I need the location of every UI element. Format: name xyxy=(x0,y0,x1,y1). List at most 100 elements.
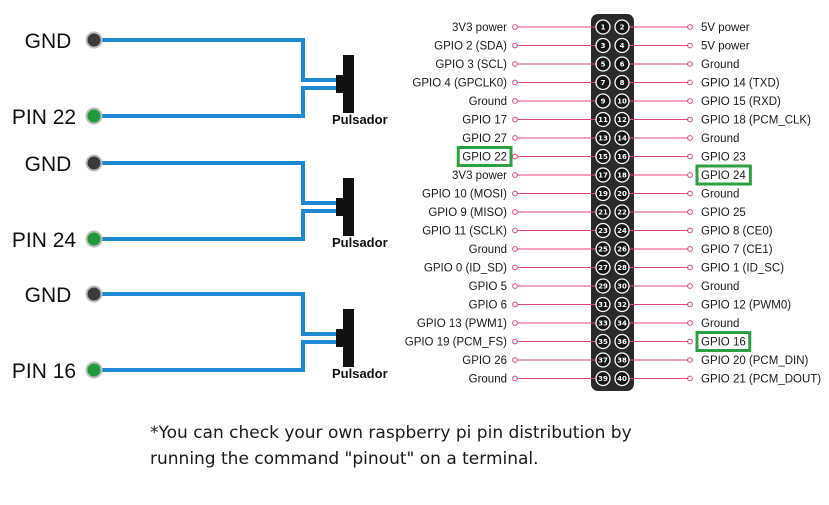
pin-end-left xyxy=(512,209,518,215)
pin-label-right: GPIO 14 (TXD) xyxy=(701,78,780,90)
pin-end-right xyxy=(687,61,693,67)
gnd-terminal xyxy=(85,31,103,49)
pin-label-left: GPIO 5 xyxy=(469,281,507,293)
pin-number-left: 3 xyxy=(601,42,606,50)
pin-end-right xyxy=(687,283,693,289)
pin-label-left: GPIO 4 (GPCLK0) xyxy=(412,78,507,90)
pin-end-left xyxy=(512,61,518,67)
pin-end-right xyxy=(687,135,693,141)
pin-end-right xyxy=(687,153,693,160)
pin-dot-right xyxy=(614,333,630,350)
pin-number-right: 24 xyxy=(617,227,627,235)
pin-end-right xyxy=(687,190,693,197)
pin-end-right xyxy=(687,375,693,382)
pin-dot-right xyxy=(614,167,630,183)
pin-end-left xyxy=(512,246,518,252)
pin-number-right: 6 xyxy=(620,61,625,69)
button-body xyxy=(336,75,343,93)
pin-label-right: GPIO 7 (CE1) xyxy=(701,244,773,256)
pin-number-right: 10 xyxy=(617,98,627,106)
pin-dot-right xyxy=(614,352,630,368)
pin-end-right xyxy=(687,24,693,30)
pin-end-left xyxy=(512,283,518,289)
gnd-label: GND xyxy=(25,153,72,176)
highlight-box xyxy=(456,146,513,167)
pin-number-left: 7 xyxy=(601,79,606,87)
note-line-2: running the command "pinout" on a termin… xyxy=(150,449,539,469)
pin-number-left: 39 xyxy=(598,375,608,383)
pin-end-right xyxy=(687,320,693,326)
pin-dot-left xyxy=(595,148,611,165)
pin-number-left: 17 xyxy=(598,172,608,180)
pin-dot-left xyxy=(595,167,611,183)
pin-dot-left xyxy=(595,37,611,54)
pin-number-left: 27 xyxy=(598,264,608,272)
pin-label-left: GPIO 17 xyxy=(462,115,507,127)
pin-number-left: 15 xyxy=(598,153,608,161)
pin-number-left: 13 xyxy=(598,135,608,143)
pin-end-left xyxy=(512,338,518,345)
pin-label-left: GPIO 27 xyxy=(462,133,507,145)
pin-number-right: 18 xyxy=(617,172,627,180)
pin-number-right: 22 xyxy=(617,209,627,217)
pin-number-left: 33 xyxy=(598,320,608,328)
pin-number-left: 35 xyxy=(598,338,608,346)
pin-dot-right xyxy=(614,296,630,313)
pin-label-right: GPIO 16 xyxy=(701,337,746,349)
note-line-1: *You can check your own raspberry pi pin… xyxy=(150,423,632,443)
pin-number-left: 19 xyxy=(598,190,608,198)
gnd-label: GND xyxy=(25,30,72,53)
pin-label-left: GPIO 26 xyxy=(462,355,507,367)
pin-number-right: 36 xyxy=(617,338,627,346)
pin-number-right: 2 xyxy=(620,24,625,32)
pin-number-left: 29 xyxy=(598,283,608,291)
pin-number-left: 1 xyxy=(601,24,606,32)
pin-dot-left xyxy=(595,56,611,72)
pin-end-right xyxy=(687,246,693,252)
pin-dot-right xyxy=(614,148,630,165)
pin-label-left: Ground xyxy=(469,96,507,108)
pin-end-right xyxy=(687,227,693,234)
pin-label-right: GPIO 12 (PWM0) xyxy=(701,300,791,312)
pin-dot-right xyxy=(614,241,630,257)
button-body xyxy=(336,198,343,216)
highlight-box xyxy=(695,331,752,352)
pin-terminal xyxy=(85,230,103,248)
gnd-label: GND xyxy=(25,284,72,307)
gnd-wire xyxy=(96,292,336,336)
pin-end-left xyxy=(512,79,518,86)
pin-label-left: Ground xyxy=(469,374,507,386)
pin-label-left: Ground xyxy=(469,244,507,256)
pin-end-left xyxy=(512,24,518,30)
pin-label-left: GPIO 3 (SCL) xyxy=(435,59,507,71)
gnd-terminal xyxy=(85,154,103,172)
pin-label-left: GPIO 9 (MISO) xyxy=(428,207,507,219)
pin-number-left: 25 xyxy=(598,246,608,254)
button-body xyxy=(336,329,343,347)
pin-number-right: 38 xyxy=(617,357,627,365)
button-actuator xyxy=(343,55,354,113)
pin-label-right: Ground xyxy=(701,281,739,293)
pin-number-left: 23 xyxy=(598,227,608,235)
pin-end-right xyxy=(687,209,693,215)
pin-label: PIN 16 xyxy=(12,360,76,383)
pin-number-right: 28 xyxy=(617,264,627,272)
pin-label-left: GPIO 0 (ID_SD) xyxy=(424,263,507,275)
gnd-terminal xyxy=(85,285,103,303)
pin-dot-right xyxy=(614,111,630,128)
pin-end-left xyxy=(512,264,518,271)
highlight-box xyxy=(695,164,752,186)
pin-terminal xyxy=(85,361,103,379)
pin-dot-right xyxy=(614,56,630,72)
pin-end-left xyxy=(512,320,518,326)
